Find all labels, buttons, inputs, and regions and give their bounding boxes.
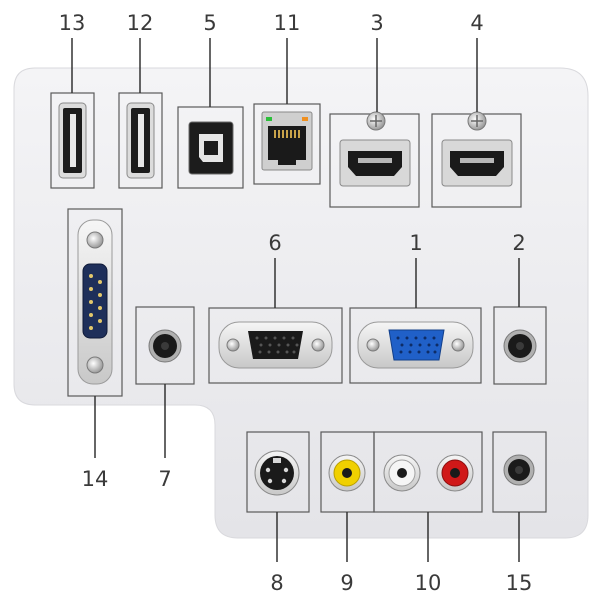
label-s-video: 8: [270, 571, 283, 595]
label-composite-video: 9: [340, 571, 353, 595]
usb-a-port-2: [118, 92, 163, 189]
composite-video-port: [320, 431, 375, 513]
label-audio-in-right: 2: [512, 231, 525, 255]
usb-a-port-1: [50, 92, 95, 189]
label-lan: 11: [274, 11, 301, 35]
label-audio-in-left: 7: [158, 467, 171, 491]
s-video-port: [246, 431, 310, 513]
label-usb-a-1: 13: [59, 11, 86, 35]
audio-in-jack-left: [135, 306, 195, 385]
vga-out-port: [208, 307, 343, 384]
usb-b-port: [177, 106, 244, 189]
audio-rca-ports: [373, 431, 483, 513]
lan-led-orange: [302, 117, 308, 121]
label-vga-out: 6: [268, 231, 281, 255]
label-hdmi-1: 3: [370, 11, 383, 35]
audio-in-jack-right: [493, 306, 547, 385]
vga-in-port: [349, 307, 482, 384]
label-audio-out: 15: [506, 571, 533, 595]
label-vga-in: 1: [409, 231, 422, 255]
lan-port: [253, 103, 321, 185]
lan-led-green: [266, 117, 272, 121]
label-hdmi-2: 4: [470, 11, 483, 35]
label-audio-rca: 10: [415, 571, 442, 595]
rs232-port: [67, 208, 123, 397]
label-usb-b: 5: [203, 11, 216, 35]
hdmi-port-2: [431, 111, 522, 208]
label-usb-a-2: 12: [127, 11, 154, 35]
audio-out-jack: [492, 431, 547, 513]
hdmi-port-1: [329, 111, 420, 208]
label-rs232: 14: [82, 467, 109, 491]
